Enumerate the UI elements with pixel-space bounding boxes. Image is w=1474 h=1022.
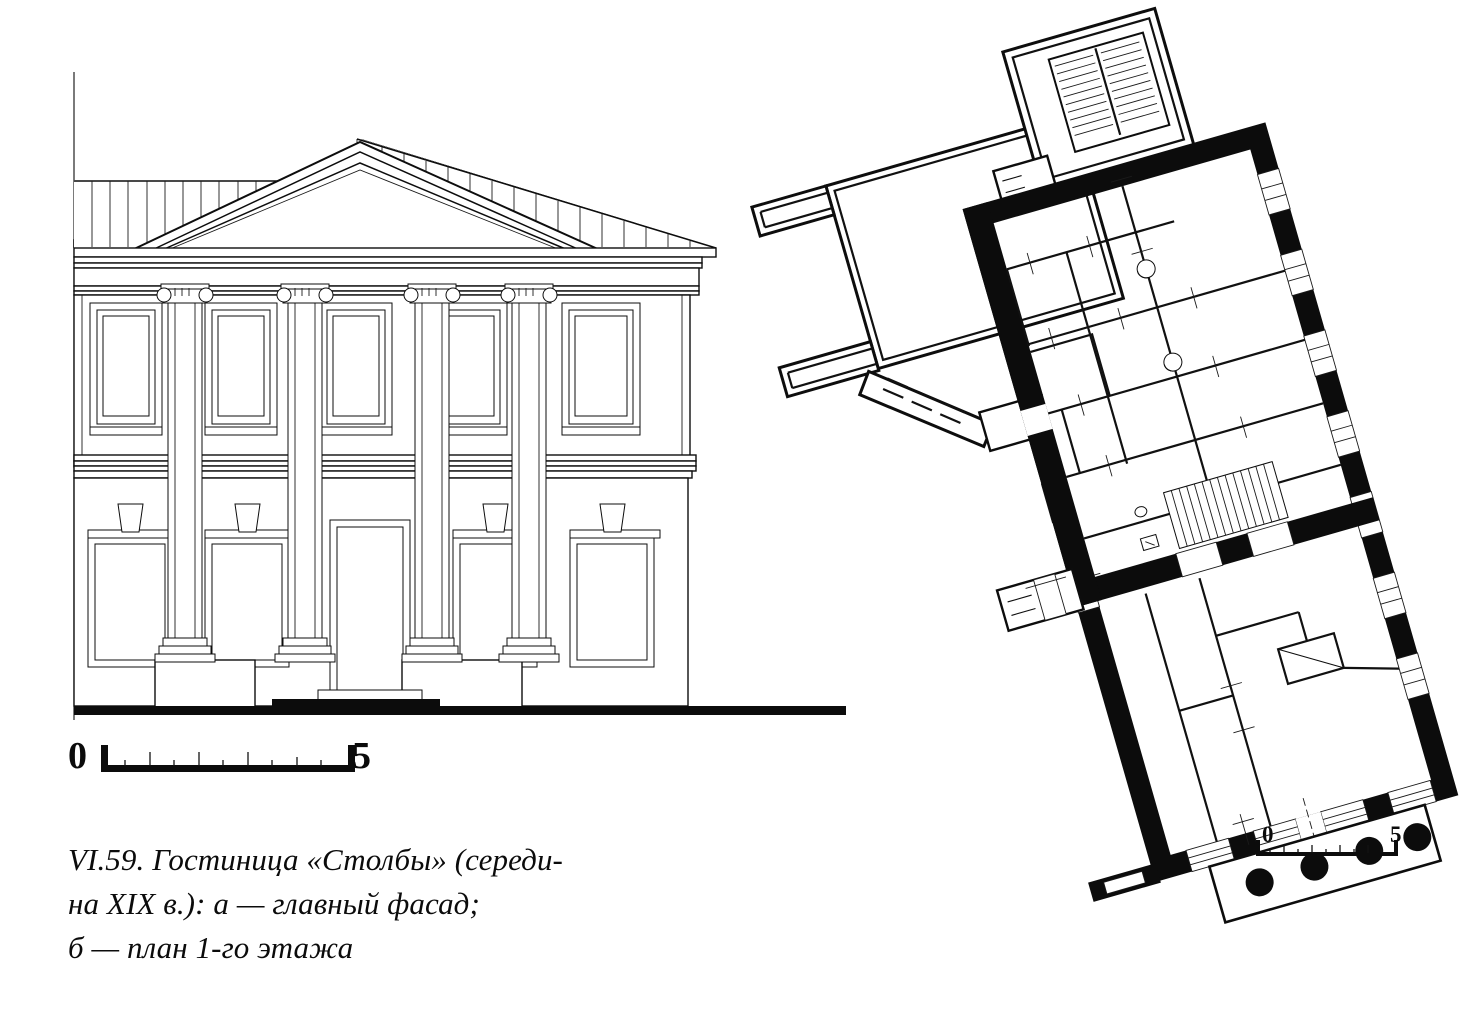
column-base [498, 637, 560, 663]
plan-scale-end-label: 5 [1390, 822, 1402, 847]
front-hall-partitions [1144, 577, 1400, 845]
ground-window [569, 503, 661, 668]
ionic-capital [156, 283, 214, 304]
column-base [274, 637, 336, 663]
entrance-steps [272, 689, 440, 708]
closet-diagonal [1277, 648, 1344, 669]
front-wall-windows [1185, 779, 1437, 873]
passage-windows [882, 377, 966, 425]
upper-window [561, 302, 641, 436]
elevation-scale-bar [101, 745, 355, 772]
elevation-drawing [73, 72, 846, 772]
caption-line-2: на XIX в.): а — главный фасад; [68, 886, 480, 922]
keystone [234, 503, 261, 533]
ionic-column [274, 283, 336, 663]
keystone [482, 503, 509, 533]
belt-course [73, 454, 697, 479]
elevation-scale-end-label: 5 [352, 735, 371, 777]
rear-room-partitions [1005, 175, 1342, 540]
column-group [154, 283, 560, 663]
pediment [131, 140, 601, 251]
door-swing [1163, 352, 1183, 372]
caption-line-3: б — план 1-го этажа [68, 930, 354, 966]
upper-window-group [89, 302, 641, 436]
column-base [401, 637, 463, 663]
elevation-scale-start-label: 0 [68, 735, 87, 777]
stair-treads [1170, 463, 1280, 547]
column-pedestals [154, 659, 523, 709]
plan-drawing [750, 6, 1459, 924]
service-block [991, 6, 1196, 210]
door-swing [1136, 259, 1156, 279]
stair-spine [1094, 48, 1122, 136]
portico-column [1355, 836, 1384, 865]
door-ticks [1026, 175, 1248, 477]
portico-column [1403, 823, 1432, 852]
upper-window [204, 302, 278, 436]
cross-wall [1070, 497, 1380, 608]
fixture-icon [1139, 533, 1160, 552]
main-staircase [1054, 41, 1160, 136]
right-wall-windows [1256, 167, 1430, 700]
plan-scale-start-label: 0 [1262, 822, 1274, 847]
left-wall-stub [1088, 863, 1161, 902]
ground-window [87, 503, 179, 668]
ground-line [74, 706, 846, 715]
interior-bearing-wall [962, 201, 1102, 608]
ionic-column [154, 283, 216, 663]
figure-caption: VI.59. Гостиница «Столбы» (середи- на XI… [68, 838, 768, 970]
ionic-column [401, 283, 463, 663]
ionic-capital [276, 283, 334, 304]
portico-column [1245, 868, 1274, 897]
plan-scale-bar [1256, 840, 1398, 856]
portico-column [1300, 852, 1329, 881]
ionic-capital [500, 283, 558, 304]
portico [1207, 803, 1443, 924]
column-base [154, 637, 216, 663]
main-cornice [73, 247, 717, 296]
main-block-walls [962, 122, 1459, 883]
ground-window [204, 503, 296, 668]
caption-line-1: VI.59. Гостиница «Столбы» (середи- [68, 842, 563, 877]
ionic-column [498, 283, 560, 663]
central-doorway [329, 519, 411, 691]
ionic-capital [403, 283, 461, 304]
keystone [599, 503, 626, 533]
upper-window [89, 302, 163, 436]
upper-window [319, 302, 393, 436]
interior-staircase [1134, 460, 1289, 552]
keystone [117, 503, 144, 533]
fixture-icon [1134, 506, 1148, 518]
upper-storey [73, 294, 691, 468]
